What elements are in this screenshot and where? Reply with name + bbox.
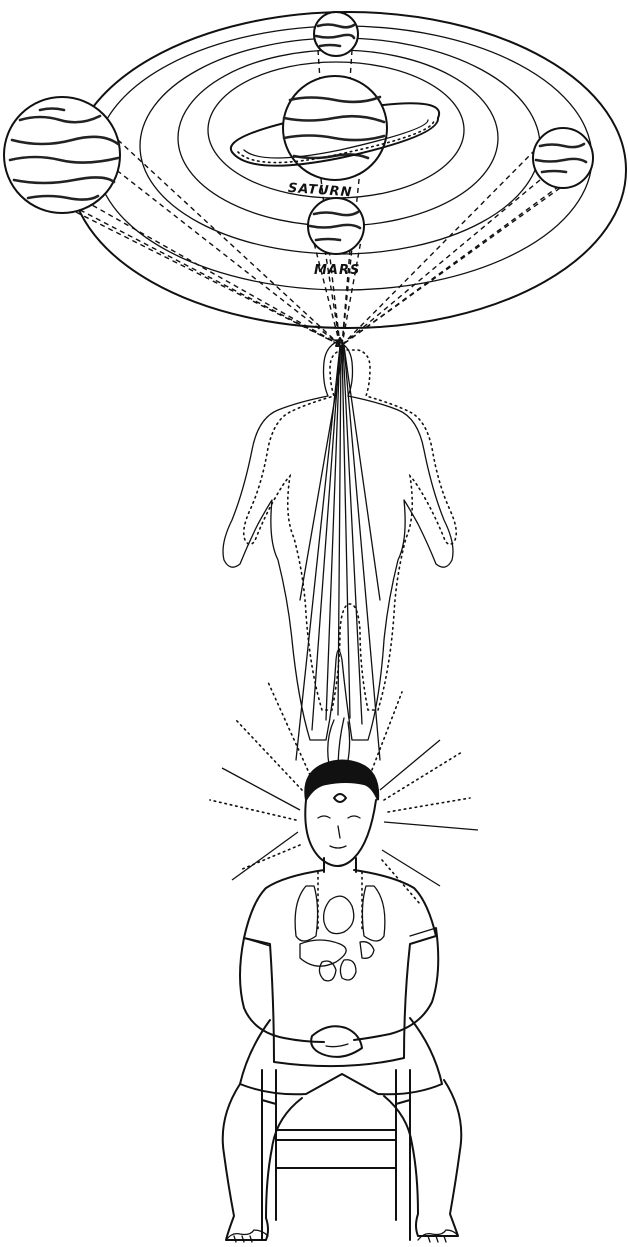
head [305, 800, 376, 866]
chair [262, 1070, 410, 1240]
label-mars: MARS [314, 263, 360, 278]
seated-figure [223, 760, 462, 1242]
label-saturn: SATURN [288, 181, 353, 200]
left-arm [240, 938, 324, 1042]
internal-organs [295, 872, 385, 981]
energy-beam [296, 338, 380, 760]
planet-saturn: SATURN [231, 76, 439, 200]
planet-left [4, 97, 120, 213]
third-eye [334, 794, 346, 802]
planet-right [533, 128, 593, 188]
planet-top [314, 12, 358, 56]
right-arm [354, 928, 438, 1040]
planet-mars: MARS [308, 198, 364, 278]
head-aura [210, 682, 478, 904]
